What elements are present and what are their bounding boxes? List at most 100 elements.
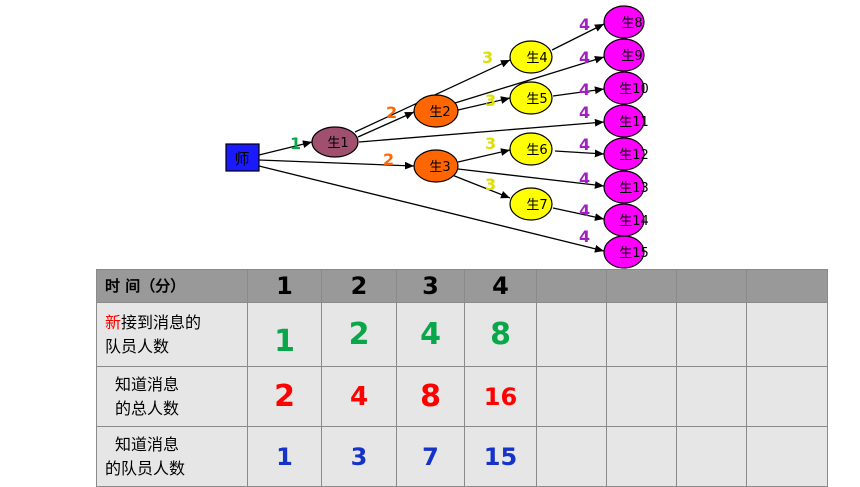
edge-label-4g: 4	[579, 201, 590, 220]
edge-s4-s8	[551, 23, 605, 51]
node-s7-label: 生7	[526, 198, 547, 213]
header-col-6	[606, 269, 677, 303]
edge-s5-s10	[552, 86, 605, 97]
row1-label-prefix: 新	[105, 312, 122, 332]
node-s10	[603, 71, 645, 105]
row1-empty-8	[746, 302, 828, 367]
row2-label-line2: 的总人数	[115, 398, 180, 418]
row3-label: 知道消息 的队员人数	[96, 426, 248, 487]
edge-t-s3	[258, 159, 415, 170]
table-row: 知道消息 的队员人数 1 3 7 15	[96, 426, 828, 487]
row2-val-3: 8	[396, 366, 465, 427]
edge-label-4a: 4	[579, 15, 590, 34]
node-s7	[509, 187, 553, 221]
node-s15	[603, 235, 645, 269]
table-row: 新接到消息的 队员人数 1 2 4 8	[96, 302, 828, 367]
row1-label: 新接到消息的 队员人数	[96, 302, 248, 367]
node-s12	[603, 137, 645, 171]
node-s5-label: 生5	[526, 92, 547, 107]
row1-label-line2: 队员人数	[105, 336, 170, 356]
edge-s3-s13	[457, 168, 605, 189]
header-col-8	[746, 269, 828, 303]
row3-label-line1: 知道消息	[115, 434, 180, 454]
row3-label-line2: 的队员人数	[105, 458, 186, 478]
edge-label-2a: 2	[386, 103, 397, 122]
node-s3-label: 生3	[429, 160, 450, 175]
row2-empty-8	[746, 366, 828, 427]
edge-label-2b: 2	[383, 150, 394, 169]
edge-label-4e: 4	[579, 135, 590, 154]
header-col-3: 3	[396, 269, 465, 303]
row1-label-line1: 接到消息的	[121, 312, 202, 332]
row3-val-1: 1	[247, 426, 322, 487]
node-s12-label: 生12	[619, 148, 649, 163]
edge-label-4b: 4	[579, 48, 590, 67]
node-s14-label: 生14	[619, 214, 649, 229]
node-s3	[413, 149, 459, 183]
row2-label-line1: 知道消息	[115, 374, 180, 394]
edge-label-4c: 4	[579, 80, 590, 99]
header-col-4: 4	[464, 269, 537, 303]
header-label: 时 间（分）	[96, 269, 248, 303]
header-col-7	[676, 269, 747, 303]
node-s13	[603, 170, 645, 204]
table-row: 知道消息 的总人数 2 4 8 16	[96, 366, 828, 427]
row3-empty-5	[536, 426, 607, 487]
node-s11-label: 生11	[619, 115, 649, 130]
edge-s3-s7	[451, 174, 511, 199]
node-s10-label: 生10	[619, 82, 649, 97]
node-s2	[413, 94, 459, 128]
row1-val-2: 2	[321, 302, 397, 367]
row2-empty-7	[676, 366, 747, 427]
level4-nodes: 生8 生9 生10 生11 生12 生13 生14 生15	[603, 5, 649, 269]
edge-label-4d: 4	[579, 103, 590, 122]
node-s9	[603, 38, 645, 72]
row1-val-4: 8	[464, 302, 537, 367]
row1-val-1: 1	[247, 302, 322, 367]
edge-label-3c: 3	[485, 134, 496, 153]
node-s4-label: 生4	[526, 51, 547, 66]
node-s2-label: 生2	[429, 105, 450, 120]
row2-val-2: 4	[321, 366, 397, 427]
row3-val-3: 7	[396, 426, 465, 487]
edge-s3-s6	[457, 148, 511, 163]
message-table: 时 间（分） 1 2 3 4 新接到消息的 队员人数 1 2 4 8 知道消息 …	[96, 269, 828, 487]
node-s15-label: 生15	[619, 246, 649, 261]
row3-empty-6	[606, 426, 677, 487]
edge-label-3b: 3	[485, 91, 496, 110]
edge-label-3a: 3	[482, 48, 493, 67]
node-s1-label: 生1	[327, 136, 348, 151]
row2-empty-6	[606, 366, 677, 427]
edge-label-3d: 3	[485, 175, 496, 194]
edge-s2-s9	[454, 55, 605, 104]
row3-empty-8	[746, 426, 828, 487]
row3-empty-7	[676, 426, 747, 487]
node-s11	[603, 104, 645, 138]
row3-val-4: 15	[464, 426, 537, 487]
edge-s7-s14	[552, 207, 605, 221]
edge-s6-s12	[554, 149, 605, 158]
row1-empty-6	[606, 302, 677, 367]
edge-s1-s11	[358, 118, 605, 143]
edge-label-1: 1	[290, 134, 301, 153]
node-s6-label: 生6	[526, 143, 547, 158]
node-s4	[509, 40, 553, 74]
node-s13-label: 生13	[619, 181, 649, 196]
node-s5	[509, 81, 553, 115]
row2-empty-5	[536, 366, 607, 427]
edge-label-4h: 4	[579, 227, 590, 246]
edge-s1-s2	[357, 111, 415, 138]
row2-val-1: 2	[247, 366, 322, 427]
edge-t-s15	[258, 165, 605, 253]
node-s8	[603, 5, 645, 39]
header-col-2: 2	[321, 269, 397, 303]
teacher-label: 师	[234, 150, 249, 168]
edge-s2-s5	[457, 96, 511, 111]
row2-label: 知道消息 的总人数	[96, 366, 248, 427]
message-tree-diagram: 师 生1 生2 生3 生4 生5 生6 生7 生8 生9 生10 生11 生12…	[225, 5, 649, 269]
edge-label-4f: 4	[579, 169, 590, 188]
header-col-1: 1	[247, 269, 322, 303]
header-col-5	[536, 269, 607, 303]
table-header-row: 时 间（分） 1 2 3 4	[96, 269, 828, 303]
row1-empty-5	[536, 302, 607, 367]
